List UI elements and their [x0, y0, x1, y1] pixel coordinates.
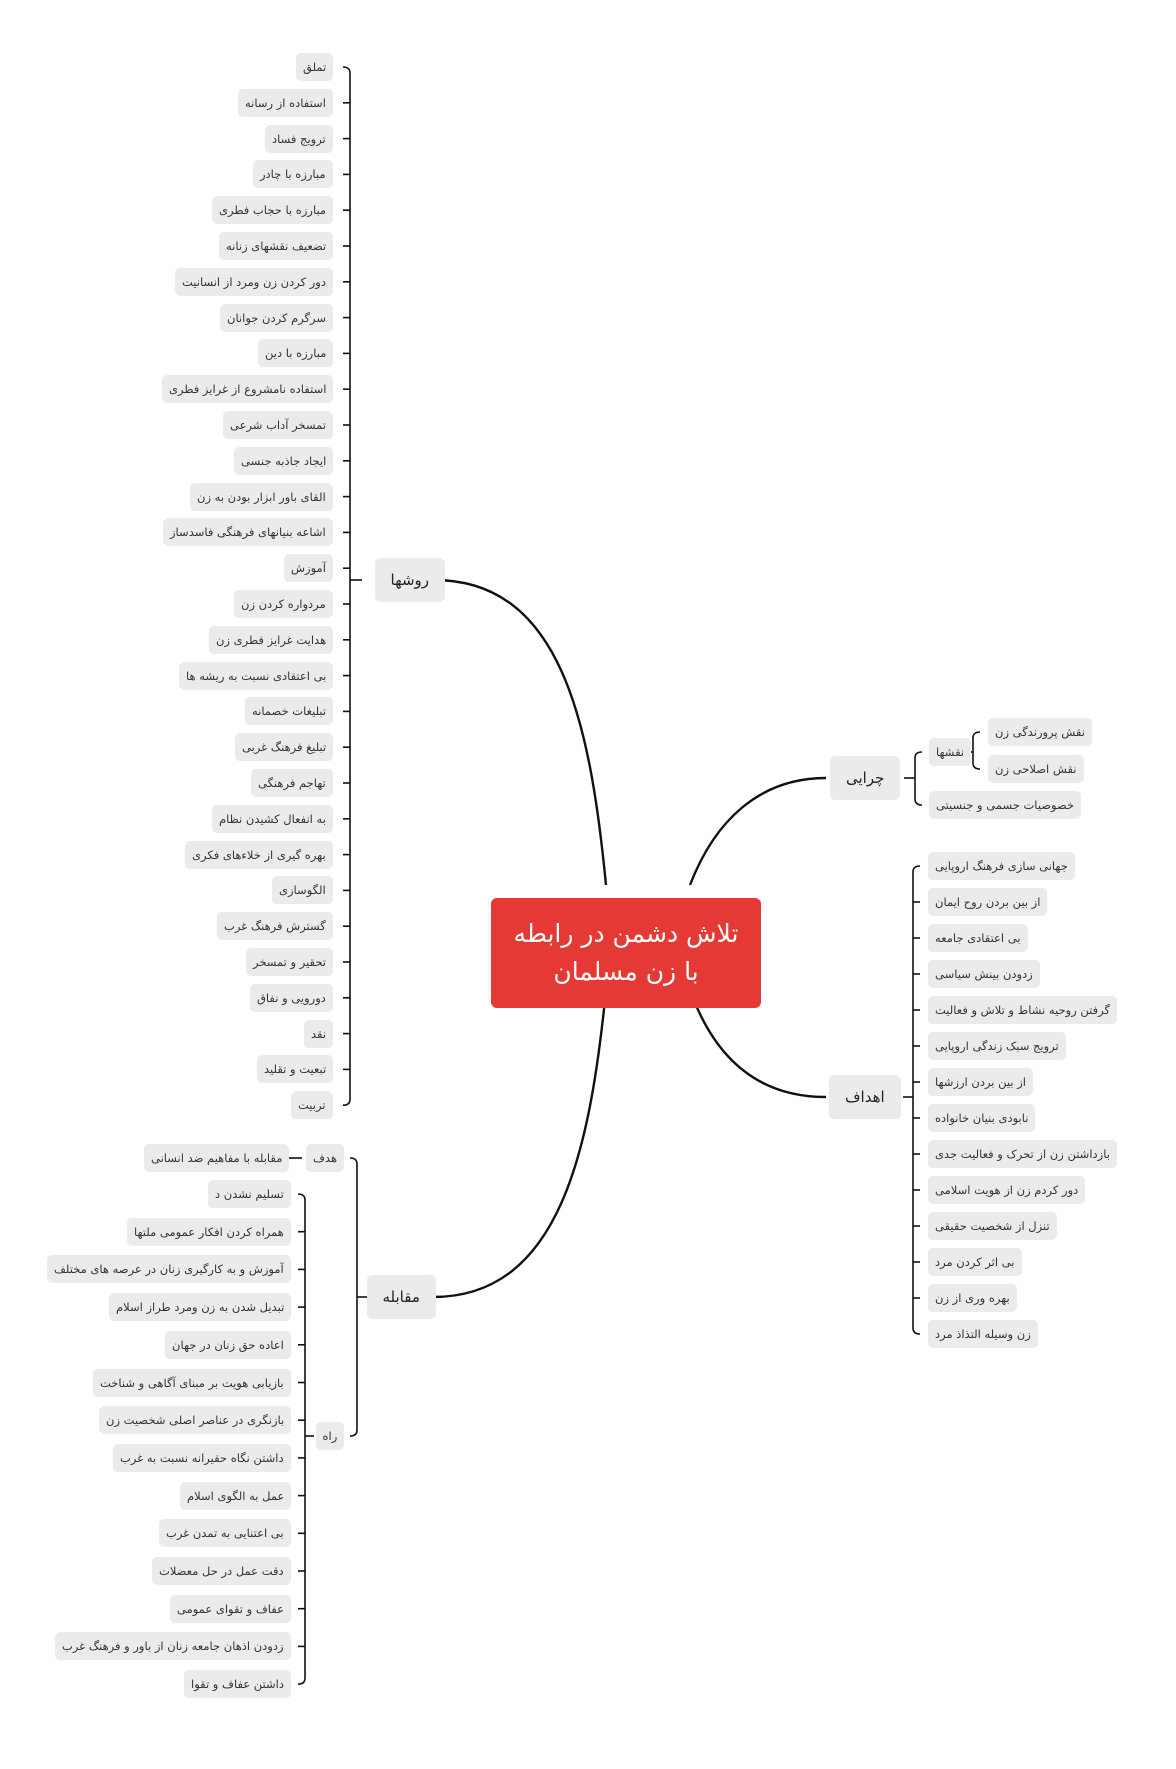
- goal-item[interactable]: نابودی بنیان خانواده: [928, 1104, 1036, 1132]
- method-item[interactable]: مبارزه با دین: [258, 339, 334, 368]
- why-role-item[interactable]: نقش اصلاحی زن: [988, 755, 1084, 783]
- goal-item[interactable]: دور کردم زن از هویت اسلامی: [928, 1176, 1086, 1204]
- method-item[interactable]: تربیت: [291, 1091, 333, 1120]
- method-item[interactable]: تهاجم فرهنگی: [251, 769, 333, 797]
- counter-way-item[interactable]: تبدیل شدن به زن ومرد طراز اسلام: [109, 1293, 292, 1322]
- why-bracket: [914, 751, 923, 806]
- method-item[interactable]: سرگرم کردن جوانان: [220, 303, 334, 332]
- method-item[interactable]: هدایت غرایز فطری زن: [209, 625, 334, 654]
- counter-way-item[interactable]: دقت عمل در حل معضلات: [152, 1557, 291, 1585]
- goal-item[interactable]: تنزل از شخصیت حقیقی: [928, 1212, 1057, 1240]
- counter-way-item[interactable]: داشتن نگاه حقیرانه نسبت به غرب: [113, 1443, 291, 1472]
- central-topic[interactable]: تلاش دشمن در رابطه با زن مسلمان: [491, 898, 761, 1008]
- counter-goal-item[interactable]: مقابله با مفاهیم ضد انسانی: [144, 1144, 290, 1172]
- counter-goal-label[interactable]: هدف: [306, 1144, 345, 1172]
- goal-item[interactable]: بی اثر کردن مرد: [928, 1248, 1022, 1276]
- method-item[interactable]: نقد: [304, 1019, 334, 1048]
- why-roles-bracket: [972, 731, 981, 770]
- counter-way-item[interactable]: داشتن عفاف و تقوا: [184, 1670, 291, 1699]
- method-item[interactable]: آموزش: [284, 554, 333, 583]
- goal-item[interactable]: گرفتن روحیه نشاط و تلاش و فعالیت: [928, 996, 1117, 1024]
- branch-counter[interactable]: مقابله: [366, 1275, 436, 1319]
- methods-bracket: [342, 66, 351, 1106]
- method-item[interactable]: تبلیغ فرهنگ غربی: [235, 733, 334, 762]
- method-item[interactable]: استفاده از رسانه: [238, 88, 333, 117]
- goal-item[interactable]: زن وسیله التذاذ مرد: [928, 1320, 1038, 1348]
- counter-ways-label[interactable]: راه: [315, 1422, 345, 1450]
- method-item[interactable]: مبارزه با حجاب فطری: [212, 196, 334, 225]
- counter-bracket: [349, 1157, 358, 1437]
- branch-methods[interactable]: روشها: [374, 558, 446, 602]
- counter-ways-bracket: [297, 1193, 306, 1685]
- method-item[interactable]: استفاده نامشروع از غرایز فطری: [162, 375, 334, 404]
- counter-way-item[interactable]: زدودن اذهان جامعه زنان از باور و فرهنگ غ…: [55, 1632, 291, 1661]
- goal-item[interactable]: بهره وری از زن: [928, 1284, 1017, 1312]
- why-other-item[interactable]: خصوصیات جسمی و جنسیتی: [929, 791, 1082, 819]
- method-item[interactable]: به انفعال کشیدن نظام: [212, 804, 333, 833]
- goal-item[interactable]: بی اعتقادی جامعه: [928, 924, 1028, 952]
- goal-item[interactable]: زدودن بینش سیاسی: [928, 960, 1040, 988]
- method-item[interactable]: بی اعتقادی نسبت به ریشه ها: [179, 661, 334, 690]
- counter-way-item[interactable]: تسلیم نشدن د: [208, 1180, 291, 1208]
- goal-item[interactable]: جهانی سازی فرهنگ اروپایی: [928, 852, 1075, 880]
- method-item[interactable]: تمسخر آداب شرعی: [223, 411, 333, 439]
- connector-goals: [688, 989, 827, 1099]
- connector-why: [688, 776, 827, 886]
- method-item[interactable]: القای باور ابزار بودن به زن: [190, 482, 333, 511]
- why-roles-label[interactable]: نقشها: [929, 738, 972, 766]
- method-item[interactable]: تبعیت و تقلید: [257, 1055, 334, 1084]
- branch-why[interactable]: چرایی: [830, 756, 901, 800]
- method-item[interactable]: الگوسازی: [272, 876, 333, 905]
- goal-item[interactable]: از بین بردن ارزشها: [928, 1068, 1033, 1096]
- goal-item[interactable]: ترویج سبک زندگی اروپایی: [928, 1032, 1066, 1060]
- method-item[interactable]: تملق: [296, 53, 334, 81]
- method-item[interactable]: تحقیر و تمسخر: [246, 948, 333, 976]
- method-item[interactable]: تبلیغات خصمانه: [245, 697, 334, 726]
- central-topic-label: تلاش دشمن در رابطه با زن مسلمان: [513, 919, 739, 986]
- branch-goals[interactable]: اهداف: [829, 1075, 901, 1119]
- method-item[interactable]: مبارزه با چادر: [253, 160, 333, 189]
- method-item[interactable]: دورویی و نفاق: [250, 983, 333, 1012]
- goals-bracket: [912, 865, 921, 1335]
- method-item[interactable]: گسترش فرهنگ غرب: [217, 912, 333, 941]
- counter-way-item[interactable]: بازنگری در عناصر اصلی شخصیت زن: [99, 1406, 292, 1435]
- counter-way-item[interactable]: همراه کردن افکار عمومی ملتها: [127, 1217, 291, 1246]
- method-item[interactable]: تضعیف نقشهای زنانه: [219, 232, 334, 260]
- goal-item[interactable]: از بین بردن روح ایمان: [928, 888, 1048, 916]
- method-item[interactable]: بهره گیری از خلاءهای فکری: [185, 840, 333, 869]
- method-item[interactable]: مردواره کردن زن: [234, 590, 333, 618]
- why-role-item[interactable]: نقش پرورندگی زن: [988, 718, 1092, 746]
- counter-way-item[interactable]: عفاف و تقوای عمومی: [170, 1594, 291, 1623]
- method-item[interactable]: ترویج فساد: [265, 124, 333, 153]
- method-item[interactable]: ایجاد جاذبه جنسی: [234, 446, 334, 475]
- method-item[interactable]: دور کردن زن ومرد از انسانیت: [175, 267, 333, 296]
- connector-counter: [432, 989, 608, 1299]
- method-item[interactable]: اشاعه بنیانهای فرهنگی فاسدساز: [163, 518, 333, 547]
- goal-item[interactable]: بازداشتن زن از تحرک و فعالیت جدی: [928, 1140, 1117, 1168]
- counter-way-item[interactable]: عمل به الگوی اسلام: [180, 1481, 292, 1510]
- counter-way-item[interactable]: بازیابی هویت بر مبنای آگاهی و شناخت: [93, 1368, 291, 1397]
- counter-way-item[interactable]: آموزش و به کارگیری زنان در عرصه های مختل…: [47, 1255, 291, 1284]
- counter-way-item[interactable]: اعاده حق زنان در جهان: [165, 1330, 291, 1359]
- connector-methods: [433, 578, 608, 886]
- counter-way-item[interactable]: بی اعتنایی به تمدن غرب: [159, 1519, 291, 1548]
